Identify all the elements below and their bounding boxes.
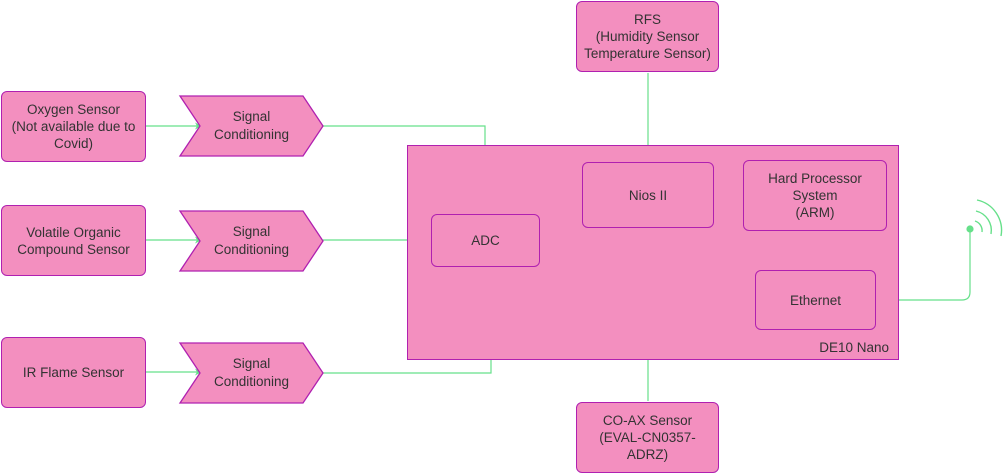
coax-line-3: ADRZ) — [626, 447, 669, 462]
voc-sensor-line-1: Volatile Organic — [26, 224, 121, 240]
sc3-line-1: Signal — [232, 356, 271, 371]
rfs-sensor-box: RFS (Humidity Sensor Temperature Sensor) — [576, 1, 719, 72]
sc1-line-1: Signal — [232, 109, 271, 124]
signal-conditioning-shape-2 — [178, 210, 324, 272]
ir-flame-sensor-label: IR Flame Sensor — [22, 365, 125, 380]
signal-conditioning-1: Signal Conditioning — [200, 96, 303, 156]
ir-flame-sensor-box: IR Flame Sensor — [1, 337, 146, 408]
oxygen-sensor-line-2: (Not available due to — [11, 119, 136, 134]
hps-block: Hard Processor System (ARM) — [743, 160, 887, 231]
rfs-line-1: RFS — [634, 12, 661, 27]
signal-conditioning-shape-1 — [178, 95, 324, 157]
coax-line-2: (EVAL-CN0357- — [599, 430, 696, 445]
sc3-line-2: Conditioning — [213, 374, 290, 389]
signal-conditioning-3: Signal Conditioning — [200, 343, 303, 403]
hps-line-1: Hard Processor — [768, 171, 862, 186]
ethernet-label: Ethernet — [789, 292, 842, 308]
signal-conditioning-shape-3 — [178, 342, 324, 404]
nios-ii-block: Nios II — [582, 162, 714, 228]
sc2-line-1: Signal — [232, 224, 271, 239]
nios-ii-label: Nios II — [628, 187, 668, 203]
rfs-line-2: (Humidity Sensor — [595, 29, 700, 44]
hps-line-2: System — [792, 188, 838, 203]
hps-line-3: (ARM) — [795, 205, 835, 220]
sc1-line-2: Conditioning — [213, 127, 290, 142]
signal-conditioning-2: Signal Conditioning — [200, 211, 303, 271]
oxygen-sensor-box: Oxygen Sensor (Not available due to Covi… — [1, 91, 146, 162]
adc-label: ADC — [471, 233, 500, 248]
coax-line-1: CO-AX Sensor — [602, 413, 693, 428]
rfs-line-3: Temperature Sensor) — [584, 46, 711, 61]
oxygen-sensor-line-3: Covid) — [53, 136, 93, 151]
wifi-signal-icon — [966, 199, 1003, 237]
voc-sensor-line-2: Compound Sensor — [17, 241, 130, 257]
wire-ethernet-to-antenna — [876, 229, 971, 301]
voc-sensor-box: Volatile Organic Compound Sensor — [1, 205, 146, 276]
board-label: DE10 Nano — [819, 340, 889, 355]
ethernet-block: Ethernet — [755, 270, 876, 330]
oxygen-sensor-line-1: Oxygen Sensor — [26, 102, 121, 117]
sc2-line-2: Conditioning — [213, 242, 290, 257]
coax-sensor-box: CO-AX Sensor (EVAL-CN0357- ADRZ) — [576, 402, 719, 473]
adc-block: ADC — [431, 214, 540, 267]
